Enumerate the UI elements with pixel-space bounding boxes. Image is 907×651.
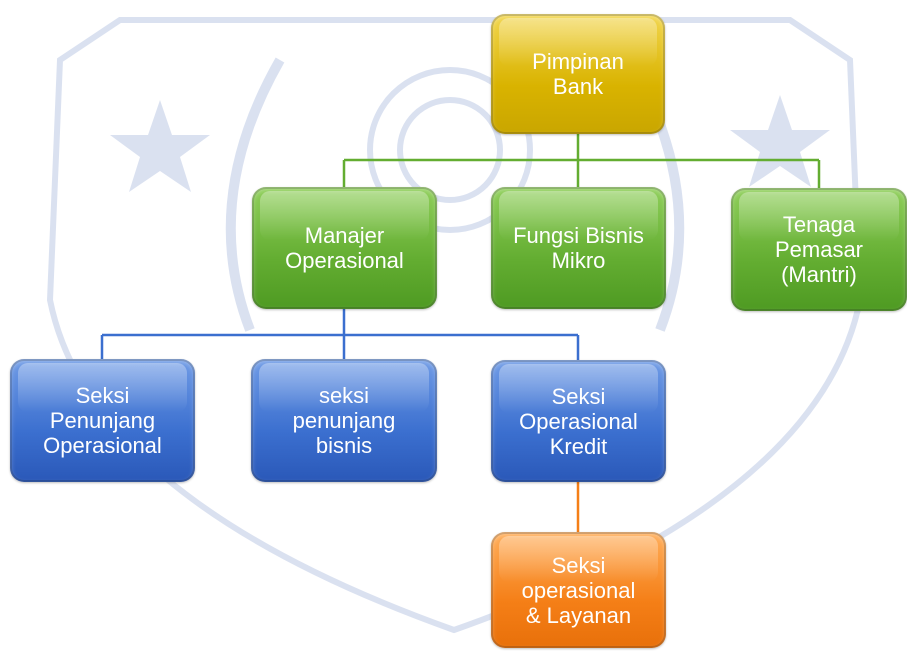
node-label: seksi penunjang bisnis <box>292 383 396 458</box>
node-fungsi-bisnis-mikro: Fungsi Bisnis Mikro <box>491 187 666 309</box>
connector-pimpinan-level2 <box>342 134 821 188</box>
connector-manajer-level3 <box>100 309 580 360</box>
node-label: Tenaga Pemasar (Mantri) <box>774 212 864 287</box>
seal-emblem-inner <box>397 97 503 203</box>
node-label: Fungsi Bisnis Mikro <box>513 223 644 273</box>
node-label: Manajer Operasional <box>285 223 404 273</box>
node-tenaga-pemasar: Tenaga Pemasar (Mantri) <box>731 188 907 311</box>
node-manajer-operasional: Manajer Operasional <box>252 187 437 309</box>
node-label: Seksi Penunjang Operasional <box>43 383 162 458</box>
star-icon <box>110 100 210 192</box>
node-seksi-penunjang-operasional: Seksi Penunjang Operasional <box>10 359 195 482</box>
node-label: Pimpinan Bank <box>532 49 624 99</box>
seal-emblem-icon <box>367 67 533 233</box>
node-seksi-operasional-layanan: Seksi operasional & Layanan <box>491 532 666 648</box>
node-seksi-penunjang-bisnis: seksi penunjang bisnis <box>251 359 437 482</box>
node-pimpinan-bank: Pimpinan Bank <box>491 14 665 134</box>
star-icon <box>730 95 830 187</box>
node-seksi-operasional-kredit: Seksi Operasional Kredit <box>491 360 666 482</box>
node-label: Seksi operasional & Layanan <box>521 552 636 628</box>
node-label: Seksi Operasional Kredit <box>519 383 638 459</box>
